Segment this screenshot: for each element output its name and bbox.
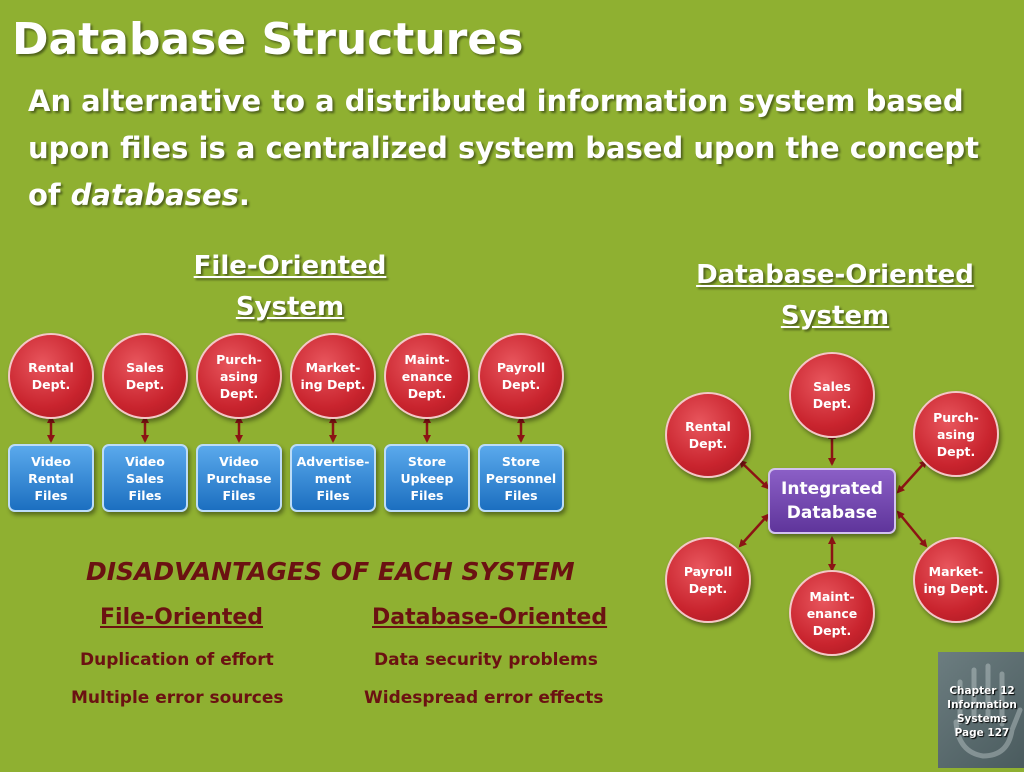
file-disadvantage-1: Duplication of effort <box>80 650 274 670</box>
page-number: Page 127 <box>954 727 1010 739</box>
file-box-advertisement: Advertise- ment Files <box>290 444 376 512</box>
db-disadvantage-2: Widespread error effects <box>364 688 604 708</box>
file-disadvantage-2: Multiple error sources <box>71 688 284 708</box>
file-box-store-personnel: Store Personnel Files <box>478 444 564 512</box>
db-dept-purchasing: Purch- asing Dept. <box>913 391 999 477</box>
disadvantages-db-heading: Database-Oriented <box>372 605 608 630</box>
chapter-number: Chapter 12 <box>949 685 1015 697</box>
db-disadvantage-1: Data security problems <box>374 650 598 670</box>
file-dept-marketing: Market- ing Dept. <box>290 333 376 419</box>
disadvantages-file-heading: File-Oriented <box>100 605 264 630</box>
hand-watermark-icon <box>953 663 1023 759</box>
subtitle-text: An alternative to a distributed informat… <box>28 84 979 212</box>
database-oriented-heading: Database-Oriented System <box>696 260 974 331</box>
disadvantages-title: DISADVANTAGES OF EACH SYSTEM <box>86 557 575 586</box>
arrow-db-marketing <box>896 510 928 548</box>
file-dept-sales: Sales Dept. <box>102 333 188 419</box>
db-dept-payroll: Payroll Dept. <box>665 537 751 623</box>
arrow-db-payroll <box>738 513 770 548</box>
subtitle-end: . <box>238 178 250 212</box>
chapter-label: Chapter 12 Information Systems Page 127 <box>940 684 1024 740</box>
file-box-video-sales: Video Sales Files <box>102 444 188 512</box>
db-dept-marketing: Market- ing Dept. <box>913 537 999 623</box>
arrow-db-rental <box>738 459 770 490</box>
file-dept-purchasing: Purch- asing Dept. <box>196 333 282 419</box>
file-oriented-heading: File-Oriented System <box>193 251 387 322</box>
db-dept-sales: Sales Dept. <box>789 352 875 438</box>
chapter-topic: Information Systems <box>947 699 1017 725</box>
chapter-badge <box>938 652 1024 768</box>
db-dept-rental: Rental Dept. <box>665 392 751 478</box>
file-dept-maintenance: Maint- enance Dept. <box>384 333 470 419</box>
integrated-database: Integrated Database <box>768 468 896 534</box>
subtitle-emphasis: databases <box>70 178 239 212</box>
arrow-db-purchasing <box>896 459 928 494</box>
file-dept-payroll: Payroll Dept. <box>478 333 564 419</box>
slide-title: Database Structures <box>12 14 524 65</box>
slide-subtitle: An alternative to a distributed informat… <box>28 78 1018 219</box>
file-box-store-upkeep: Store Upkeep Files <box>384 444 470 512</box>
db-dept-maintenance: Maint- enance Dept. <box>789 570 875 656</box>
file-box-video-purchase: Video Purchase Files <box>196 444 282 512</box>
file-box-video-rental: Video Rental Files <box>8 444 94 512</box>
file-dept-rental: Rental Dept. <box>8 333 94 419</box>
